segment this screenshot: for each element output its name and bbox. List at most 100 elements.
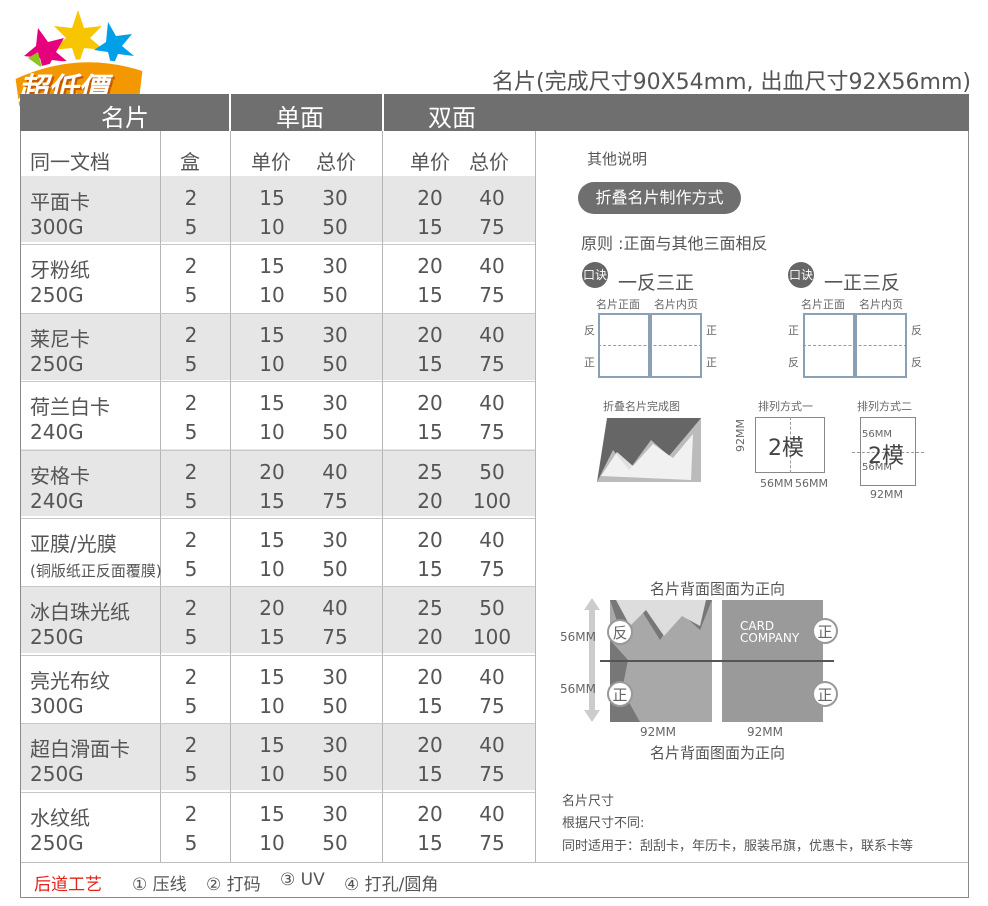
footer-item: ③ UV xyxy=(280,870,325,890)
label-card-front: 名片正面 xyxy=(801,298,845,311)
price-cell: 30 xyxy=(322,322,348,347)
price-cell: 50 xyxy=(322,557,348,581)
card-company-text: CARD COMPANY xyxy=(740,620,799,644)
price-cell: 15 xyxy=(417,762,443,787)
price-cell: 75 xyxy=(479,762,505,787)
price-cell: 5 xyxy=(184,625,198,650)
price-cell: 2 xyxy=(184,596,198,621)
paper-weight: 240G xyxy=(30,488,84,513)
row-divider xyxy=(21,244,535,246)
price-cell: 75 xyxy=(479,283,505,308)
header-divider xyxy=(382,94,384,131)
price-cell: 5 xyxy=(184,557,198,581)
price-cell: 40 xyxy=(322,596,348,621)
price-cell: 2 xyxy=(184,801,198,826)
price-cell: 20 xyxy=(417,322,443,347)
price-cell: 10 xyxy=(259,557,285,581)
vertical-arrow xyxy=(583,598,601,726)
price-cell: 15 xyxy=(259,733,285,758)
price-cell: 25 xyxy=(417,459,443,484)
dim-92mm: 92MM xyxy=(870,488,903,501)
arrangement-one-label: 排列方式一 xyxy=(758,400,813,413)
price-cell: 2 xyxy=(184,733,198,758)
price-cell: 2 xyxy=(184,254,198,279)
dim-92mm: 92MM xyxy=(734,419,747,452)
price-cell: 15 xyxy=(259,625,285,650)
price-cell: 30 xyxy=(322,186,348,210)
price-cell: 10 xyxy=(259,420,285,445)
price-cell: 40 xyxy=(479,186,505,210)
mark-zheng: 正 xyxy=(706,324,717,337)
price-cell: 30 xyxy=(322,391,348,416)
row-band xyxy=(21,176,535,242)
arrangement-two-mold: 2模 xyxy=(868,444,904,469)
price-cell: 75 xyxy=(479,420,505,445)
footer-item: ② 打码 xyxy=(206,875,261,895)
price-cell: 15 xyxy=(417,557,443,581)
price-cell: 20 xyxy=(259,596,285,621)
footer-item: ① 压线 xyxy=(132,875,187,895)
price-cell: 2 xyxy=(184,459,198,484)
fold-dashed-line xyxy=(598,345,702,346)
label-card-inner: 名片内页 xyxy=(654,298,698,311)
principle-text: 原则 :正面与其他三面相反 xyxy=(581,234,768,253)
row-divider xyxy=(21,381,535,383)
price-cell: 15 xyxy=(417,693,443,718)
folding-method-pill: 折叠名片制作方式 xyxy=(578,182,741,214)
paper-name: 牙粉纸 xyxy=(30,258,90,283)
fold-done-label: 折叠名片完成图 xyxy=(603,400,680,413)
card-text-line2: COMPANY xyxy=(740,631,800,645)
paper-weight: 300G xyxy=(30,215,84,239)
price-cell: 20 xyxy=(259,459,285,484)
price-cell: 15 xyxy=(259,488,285,513)
column-divider xyxy=(535,131,536,862)
paper-weight: 250G xyxy=(30,762,84,787)
card-text-line1: CARD xyxy=(740,619,775,633)
dim-92mm: 92MM xyxy=(747,725,783,739)
price-cell: 15 xyxy=(259,528,285,552)
price-cell: 15 xyxy=(259,801,285,826)
price-cell: 2 xyxy=(184,664,198,689)
price-cell: 20 xyxy=(417,391,443,416)
row-divider xyxy=(21,312,535,314)
price-cell: 30 xyxy=(322,254,348,279)
header-double: 双面 xyxy=(428,104,476,132)
column-divider xyxy=(160,131,161,862)
mark-zheng: 正 xyxy=(584,356,595,369)
price-cell: 5 xyxy=(184,693,198,718)
price-cell: 15 xyxy=(417,830,443,855)
price-cell: 40 xyxy=(479,801,505,826)
column-divider xyxy=(382,131,383,862)
sale-logo: 超低價 xyxy=(8,8,148,110)
price-cell: 75 xyxy=(322,488,348,513)
paper-name: 安格卡 xyxy=(30,463,90,488)
paper-weight: 300G xyxy=(30,693,84,718)
price-cell: 20 xyxy=(417,186,443,210)
price-cell: 50 xyxy=(322,351,348,376)
price-cell: 20 xyxy=(417,528,443,552)
price-cell: 50 xyxy=(322,420,348,445)
price-cell: 75 xyxy=(479,557,505,581)
arrangement-two-label: 排列方式二 xyxy=(857,400,912,413)
price-cell: 5 xyxy=(184,488,198,513)
paper-name: 亚膜/光膜 xyxy=(30,532,117,556)
mark-zheng-circle: 正 xyxy=(607,681,633,707)
mark-zheng: 正 xyxy=(788,324,799,337)
header-divider xyxy=(229,94,231,131)
price-cell: 15 xyxy=(259,186,285,210)
price-cell: 75 xyxy=(479,830,505,855)
paper-weight: 240G xyxy=(30,420,84,445)
subheader-unit: 单价 xyxy=(251,150,291,174)
header-bar xyxy=(20,94,969,131)
label-card-front: 名片正面 xyxy=(596,298,640,311)
price-cell: 50 xyxy=(322,283,348,308)
price-cell: 10 xyxy=(259,283,285,308)
price-cell: 10 xyxy=(259,351,285,376)
mark-zheng-circle: 正 xyxy=(812,681,838,707)
subheader-unit-double: 单价 xyxy=(410,150,450,174)
price-cell: 10 xyxy=(259,215,285,239)
paper-name: 莱尼卡 xyxy=(30,326,90,351)
back-direction-label-top: 名片背面图面为正向 xyxy=(650,580,786,598)
footer-item: ④ 打孔/圆角 xyxy=(344,875,439,895)
price-cell: 25 xyxy=(417,596,443,621)
